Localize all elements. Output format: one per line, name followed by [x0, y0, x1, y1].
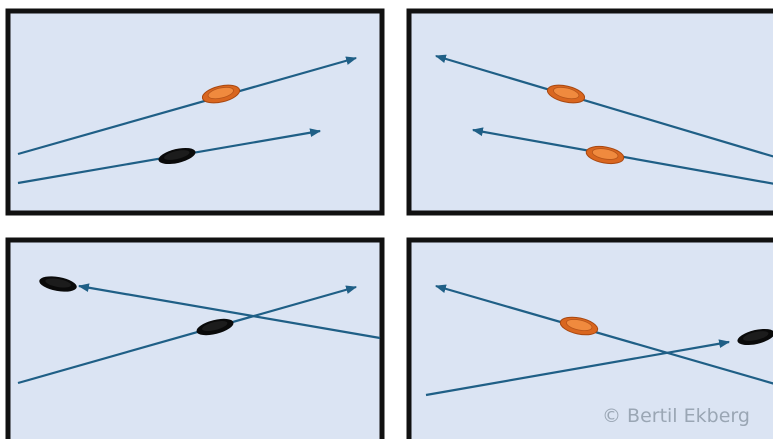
- trajectory-arrow: [17, 56, 358, 156]
- trajectory-arrow: [17, 285, 358, 385]
- trajectory-arrow: [425, 339, 731, 397]
- black-clay-disc: [737, 328, 773, 346]
- black-clay-disc: [196, 318, 234, 336]
- trajectory-arrow: [77, 283, 381, 340]
- copyright-notice: © Bertil Ekberg: [602, 405, 750, 427]
- panel-top-left: [5, 8, 385, 216]
- orange-clay-disc: [546, 84, 586, 104]
- panel-top-left-frame: [5, 8, 385, 216]
- panel-top-right: [406, 8, 773, 216]
- trajectory-arrow: [434, 54, 773, 158]
- panel-bottom-right: [406, 237, 773, 439]
- panel-bottom-left: [5, 237, 385, 439]
- panel-top-right-frame: [406, 8, 773, 216]
- panel-bottom-right-frame: [406, 237, 773, 439]
- orange-clay-disc: [559, 316, 599, 336]
- orange-clay-disc: [585, 145, 625, 165]
- orange-clay-disc: [201, 84, 241, 104]
- trajectory-arrow: [434, 284, 773, 385]
- black-clay-disc: [39, 276, 77, 292]
- black-clay-disc: [158, 147, 196, 165]
- panel-bottom-left-frame: [5, 237, 385, 439]
